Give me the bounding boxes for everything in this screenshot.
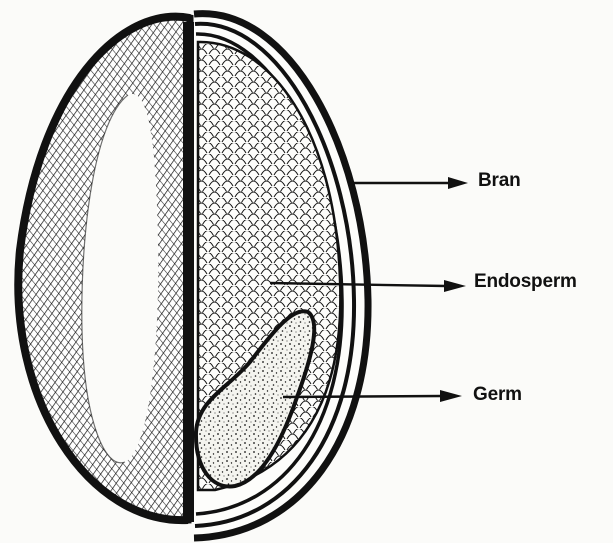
kernel-cross-section <box>194 14 368 538</box>
label-germ: Germ <box>473 384 522 406</box>
kernel-exterior <box>0 0 200 543</box>
label-bran: Bran <box>478 170 521 192</box>
label-endosperm: Endosperm <box>474 271 577 293</box>
bran-arrow <box>352 177 468 189</box>
